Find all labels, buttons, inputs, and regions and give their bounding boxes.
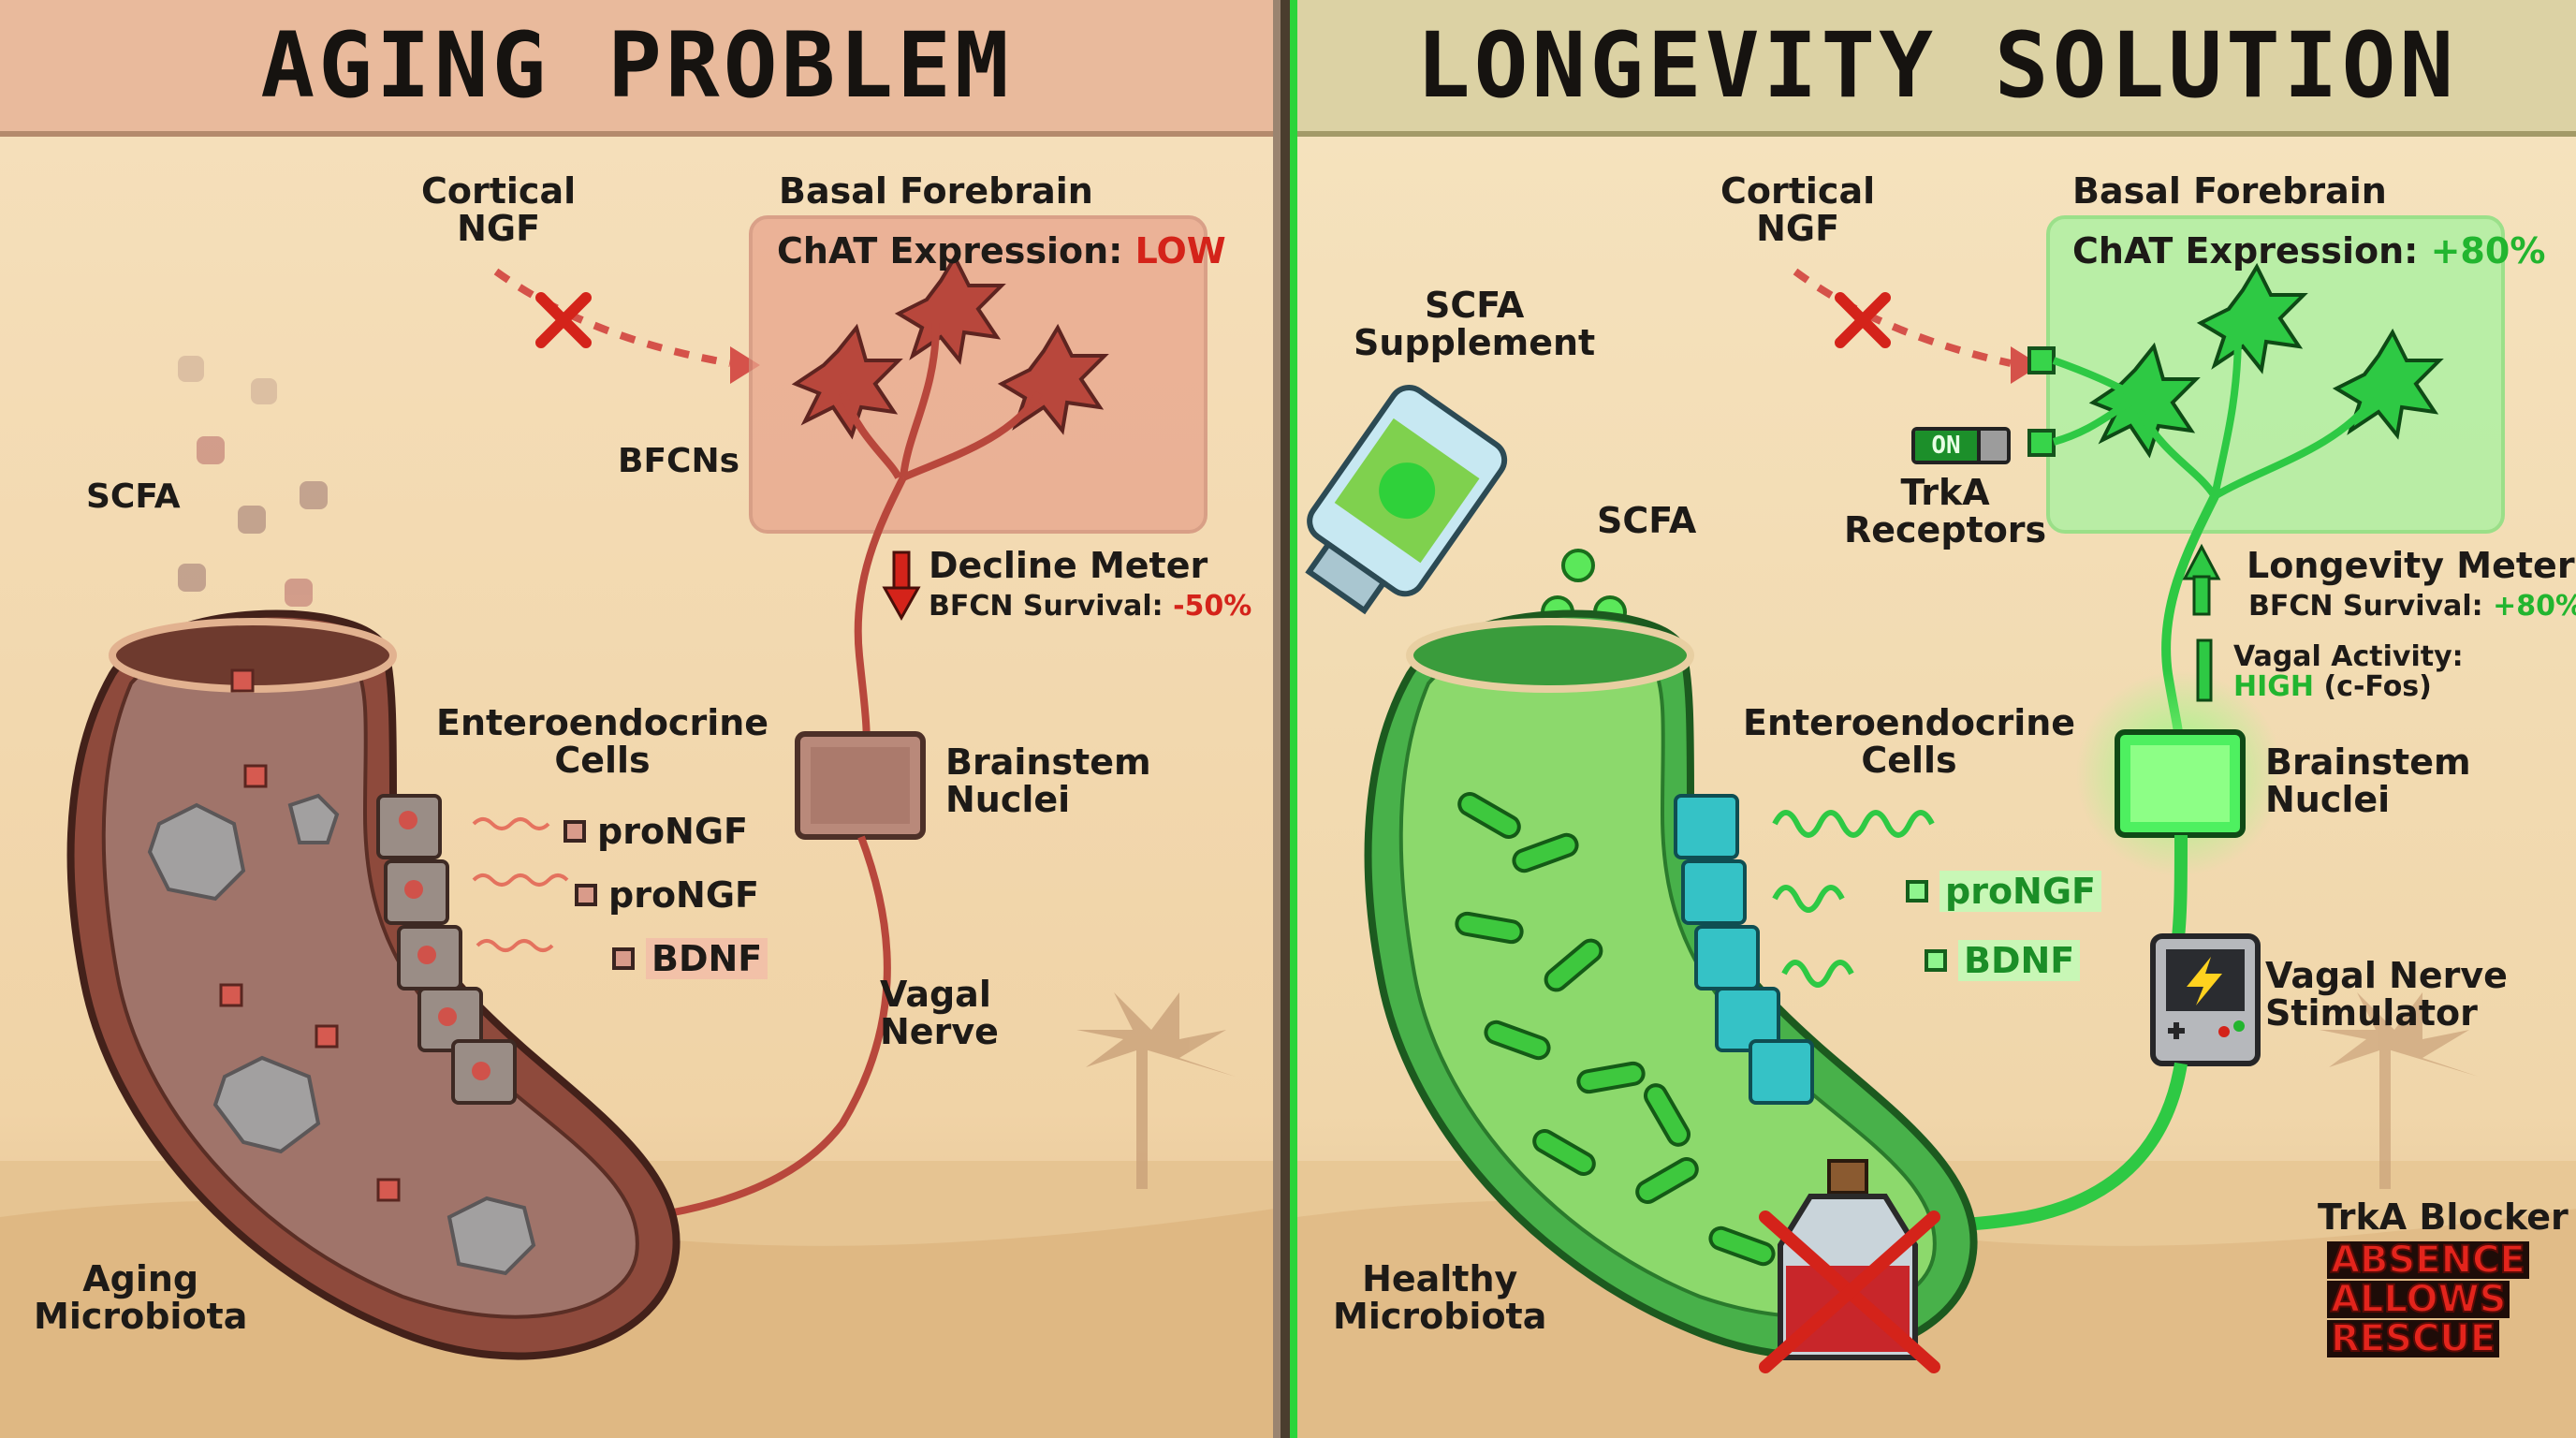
signal-tag: proNGF — [575, 874, 759, 916]
chat-expression-label: ChAT Expression: LOW — [777, 230, 1226, 271]
scfa-particles — [178, 356, 328, 607]
longevity-meter-title: Longevity Meter — [2247, 545, 2575, 586]
strong-signal-waves — [1772, 810, 1935, 988]
trka-toggle-switch[interactable]: ON — [1911, 427, 2011, 464]
blocked-x-icon — [535, 292, 592, 348]
palm-tree-icon — [2320, 992, 2479, 1189]
cross-out-x-icon — [1759, 1211, 1940, 1373]
vagal-stimulator-icon — [2150, 933, 2261, 1066]
vagal-activity-label: Vagal Activity: HIGH (c-Fos) — [2233, 640, 2464, 703]
switch-on-label: ON — [1915, 431, 1977, 461]
signal-tag: proNGF — [1906, 871, 2101, 912]
palm-tree-icon — [1076, 992, 1236, 1189]
bfcns-label: BFCNs — [618, 442, 740, 480]
basal-forebrain-label: Basal Forebrain — [779, 170, 1093, 212]
trka-receptor-icon — [2027, 346, 2056, 457]
blocker-note: ABSENCE ALLOWS RESCUE — [2327, 1240, 2529, 1359]
signal-tag: proNGF — [564, 811, 748, 852]
left-title-bar: AGING PROBLEM — [0, 0, 1273, 137]
signal-tag: BDNF — [1925, 940, 2081, 981]
blocked-x-icon — [1835, 292, 1891, 348]
basal-forebrain-label: Basal Forebrain — [2072, 170, 2387, 212]
bfcn-survival-label: BFCN Survival: -50% — [929, 590, 1252, 623]
healthy-bacteria — [1455, 792, 1863, 1267]
scfa-label: SCFA — [86, 477, 181, 516]
decline-arrow-icon — [882, 550, 921, 622]
panel-title: AGING PROBLEM — [260, 13, 1013, 118]
weak-signal-waves — [472, 817, 569, 952]
signal-tag: BDNF — [612, 938, 768, 979]
enteroendocrine-cells — [1674, 794, 1814, 1105]
trka-blocker-label: TrkA Blocker — [2318, 1196, 2569, 1238]
basal-forebrain-box — [749, 215, 1208, 534]
ngf-arrow — [493, 268, 731, 367]
aging-scene-art — [0, 137, 1273, 1438]
panel-title: LONGEVITY SOLUTION — [1415, 13, 2458, 118]
gut-debris — [147, 793, 536, 1276]
panel-divider — [1281, 0, 1290, 1438]
bfcn-survival-label: BFCN Survival: +80% — [2248, 590, 2576, 623]
scfa-label: SCFA — [1597, 500, 1697, 541]
chat-expression-label: ChAT Expression: +80% — [2072, 230, 2546, 271]
longevity-scene-art — [1297, 137, 2576, 1438]
longevity-arrow-icon — [2182, 543, 2221, 702]
decline-meter-title: Decline Meter — [929, 545, 1208, 586]
scfa-supplement-bottle-icon — [1305, 384, 1508, 615]
right-title-bar: LONGEVITY SOLUTION — [1297, 0, 2576, 137]
